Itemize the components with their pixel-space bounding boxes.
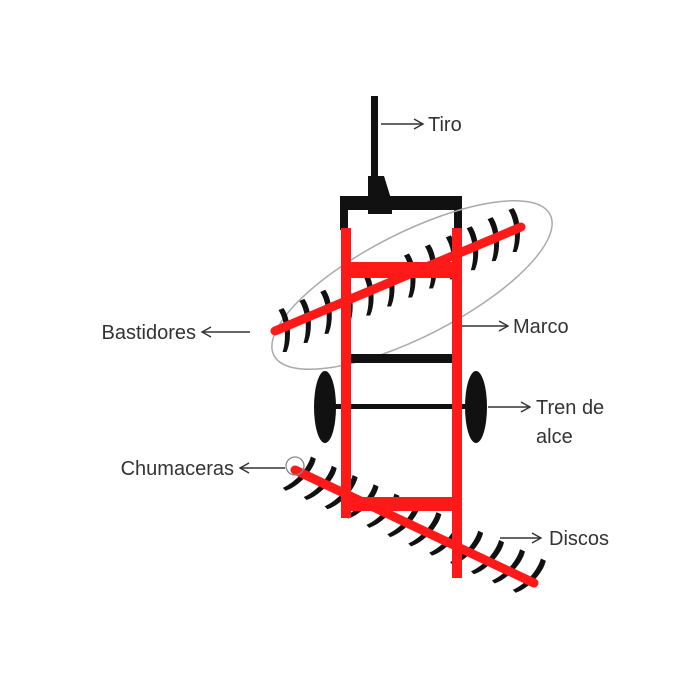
right-wheel (465, 371, 487, 443)
rear-disc-blade (282, 456, 316, 491)
bearing-marker (285, 456, 305, 476)
frame-right-rail (452, 228, 462, 578)
front-gang-bar (270, 222, 526, 336)
rear-disc-blade (345, 484, 379, 519)
frame-left-rail (341, 228, 351, 518)
front-disc-blade (508, 208, 520, 253)
rear-disc-blade (512, 558, 546, 593)
label-chumaceras: Chumaceras (121, 458, 234, 480)
front-disc-blade (320, 289, 332, 334)
front-disc-blade (299, 298, 311, 343)
label-marco: Marco (513, 316, 569, 338)
left-wheel (314, 371, 336, 443)
label-bastidores: Bastidores (102, 322, 197, 344)
front-disc-blade (362, 271, 374, 316)
rear-disc-blade (387, 502, 421, 538)
rear-disc-blade (450, 530, 484, 565)
front-disc-blade (278, 308, 290, 353)
front-disc-blade (487, 217, 500, 262)
label-tiro: Tiro (428, 114, 462, 136)
leader-lines (200, 118, 543, 544)
top-crossbar (340, 196, 462, 230)
label-alce: alce (536, 426, 573, 448)
front-gang-outline (271, 199, 553, 371)
rear-disc-blade (491, 549, 525, 584)
label-tren-de: Tren de (536, 397, 604, 419)
lift-wheels (314, 371, 487, 443)
rear-disc-blade (471, 539, 504, 575)
middle-crossbar (350, 354, 454, 363)
label-discos: Discos (549, 528, 609, 550)
rear-gang-bar (290, 465, 539, 588)
front-disc-blade (466, 226, 479, 271)
rear-disc-blade (408, 512, 442, 547)
rear-disc-blade (303, 465, 337, 501)
